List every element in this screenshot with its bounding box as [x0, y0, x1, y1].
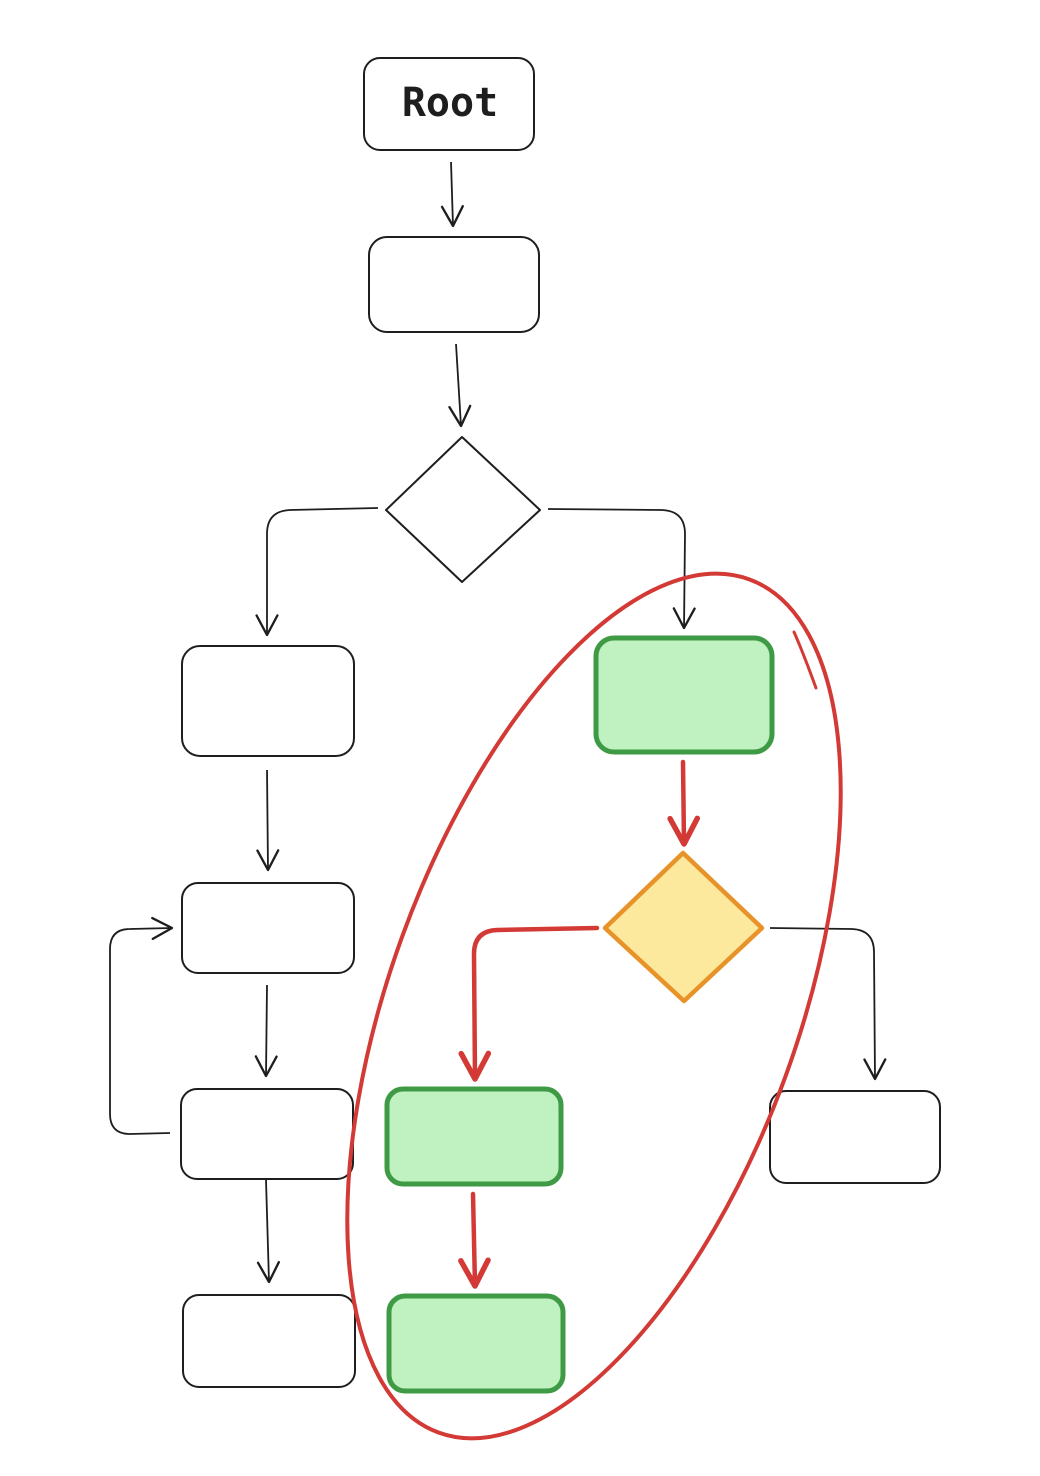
node-root-label: Root — [402, 80, 498, 126]
node-right-1[interactable] — [593, 635, 775, 755]
node-mid-2[interactable] — [386, 1293, 566, 1394]
edge-left-3-to-left-4 — [256, 1179, 280, 1284]
edge-mid-1-to-mid-2 — [458, 1191, 491, 1289]
edge-right-1-to-decision-2 — [667, 759, 701, 847]
node-left-2[interactable] — [181, 882, 355, 974]
node-left-4[interactable] — [182, 1294, 356, 1388]
edge-decision-1-to-right-1 — [547, 508, 696, 630]
node-left-3[interactable] — [180, 1088, 354, 1180]
node-far-right-1[interactable] — [769, 1090, 941, 1184]
node-root[interactable]: Root — [363, 57, 535, 151]
edge-decision-2-to-mid-1 — [458, 925, 600, 1082]
node-mid-1[interactable] — [384, 1086, 564, 1187]
node-step-1[interactable] — [368, 236, 540, 333]
node-decision-1[interactable] — [385, 436, 541, 583]
edge-left-2-to-left-3 — [254, 984, 278, 1078]
node-decision-2[interactable] — [602, 850, 765, 1004]
highlight-ellipse — [345, 571, 843, 1441]
edge-step-1-to-decision-1 — [448, 343, 472, 428]
edge-decision-2-to-far-right-1 — [769, 927, 887, 1081]
edge-root-to-step-1 — [440, 161, 464, 228]
edge-left-1-to-left-2 — [256, 769, 280, 872]
edge-left-3-loop-to-left-2 — [109, 916, 174, 1135]
highlight-ellipse-stroke-end — [792, 630, 818, 690]
edge-decision-1-to-left-1 — [255, 507, 379, 637]
node-left-1[interactable] — [181, 645, 355, 757]
